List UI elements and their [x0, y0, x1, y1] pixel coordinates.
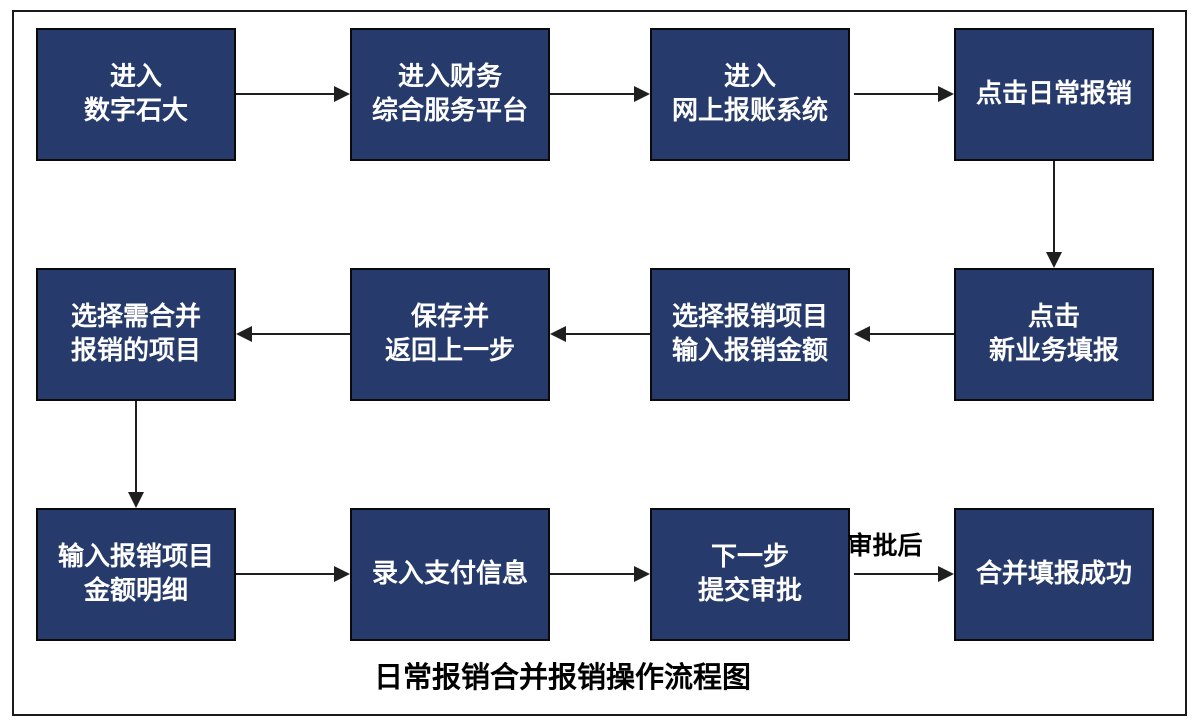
flowchart-outer-border — [12, 10, 1187, 716]
flow-step-click-new-business-form: 点击 新业务填报 — [954, 268, 1154, 401]
flow-step-merge-submission-success: 合并填报成功 — [954, 508, 1154, 641]
arrow-5-6-line — [868, 333, 954, 335]
arrow-6-7-head — [550, 326, 566, 342]
flow-step-enter-digital-shida: 进入 数字石大 — [36, 28, 236, 161]
flow-step-next-submit-approval: 下一步 提交审批 — [650, 508, 850, 641]
flow-step-enter-online-reimbursement-system: 进入 网上报账系统 — [650, 28, 850, 161]
arrow-8-9-head — [128, 492, 144, 508]
flow-step-click-daily-reimbursement: 点击日常报销 — [954, 28, 1154, 161]
flow-step-select-projects-to-merge: 选择需合并 报销的项目 — [36, 268, 236, 401]
arrow-3-4-head — [938, 86, 954, 102]
arrow-7-8-line — [250, 333, 350, 335]
arrow-5-6-head — [854, 326, 870, 342]
arrow-3-4-line — [854, 93, 940, 95]
arrow-1-2-head — [334, 86, 350, 102]
arrow-6-7-line — [564, 333, 650, 335]
approval-edge-label: 审批后 — [847, 531, 923, 560]
arrow-4-5-head — [1046, 252, 1062, 268]
flowchart-title: 日常报销合并报销操作流程图 — [373, 660, 751, 694]
arrow-4-5-line — [1053, 161, 1055, 254]
arrow-1-2-line — [236, 93, 336, 95]
arrow-9-10-line — [236, 573, 336, 575]
flow-step-enter-payment-info: 录入支付信息 — [350, 508, 550, 641]
arrow-9-10-head — [334, 566, 350, 582]
arrow-10-11-head — [634, 566, 650, 582]
flow-step-enter-project-amount-details: 输入报销项目 金额明细 — [36, 508, 236, 641]
arrow-2-3-head — [634, 86, 650, 102]
flow-step-enter-finance-service-platform: 进入财务 综合服务平台 — [350, 28, 550, 161]
arrow-10-11-line — [550, 573, 636, 575]
arrow-2-3-line — [550, 93, 636, 95]
arrow-11-12-line — [854, 573, 940, 575]
flow-step-save-and-return: 保存并 返回上一步 — [350, 268, 550, 401]
arrow-11-12-head — [938, 566, 954, 582]
flow-step-select-project-enter-amount: 选择报销项目 输入报销金额 — [650, 268, 850, 401]
arrow-8-9-line — [135, 401, 137, 494]
arrow-7-8-head — [236, 326, 252, 342]
